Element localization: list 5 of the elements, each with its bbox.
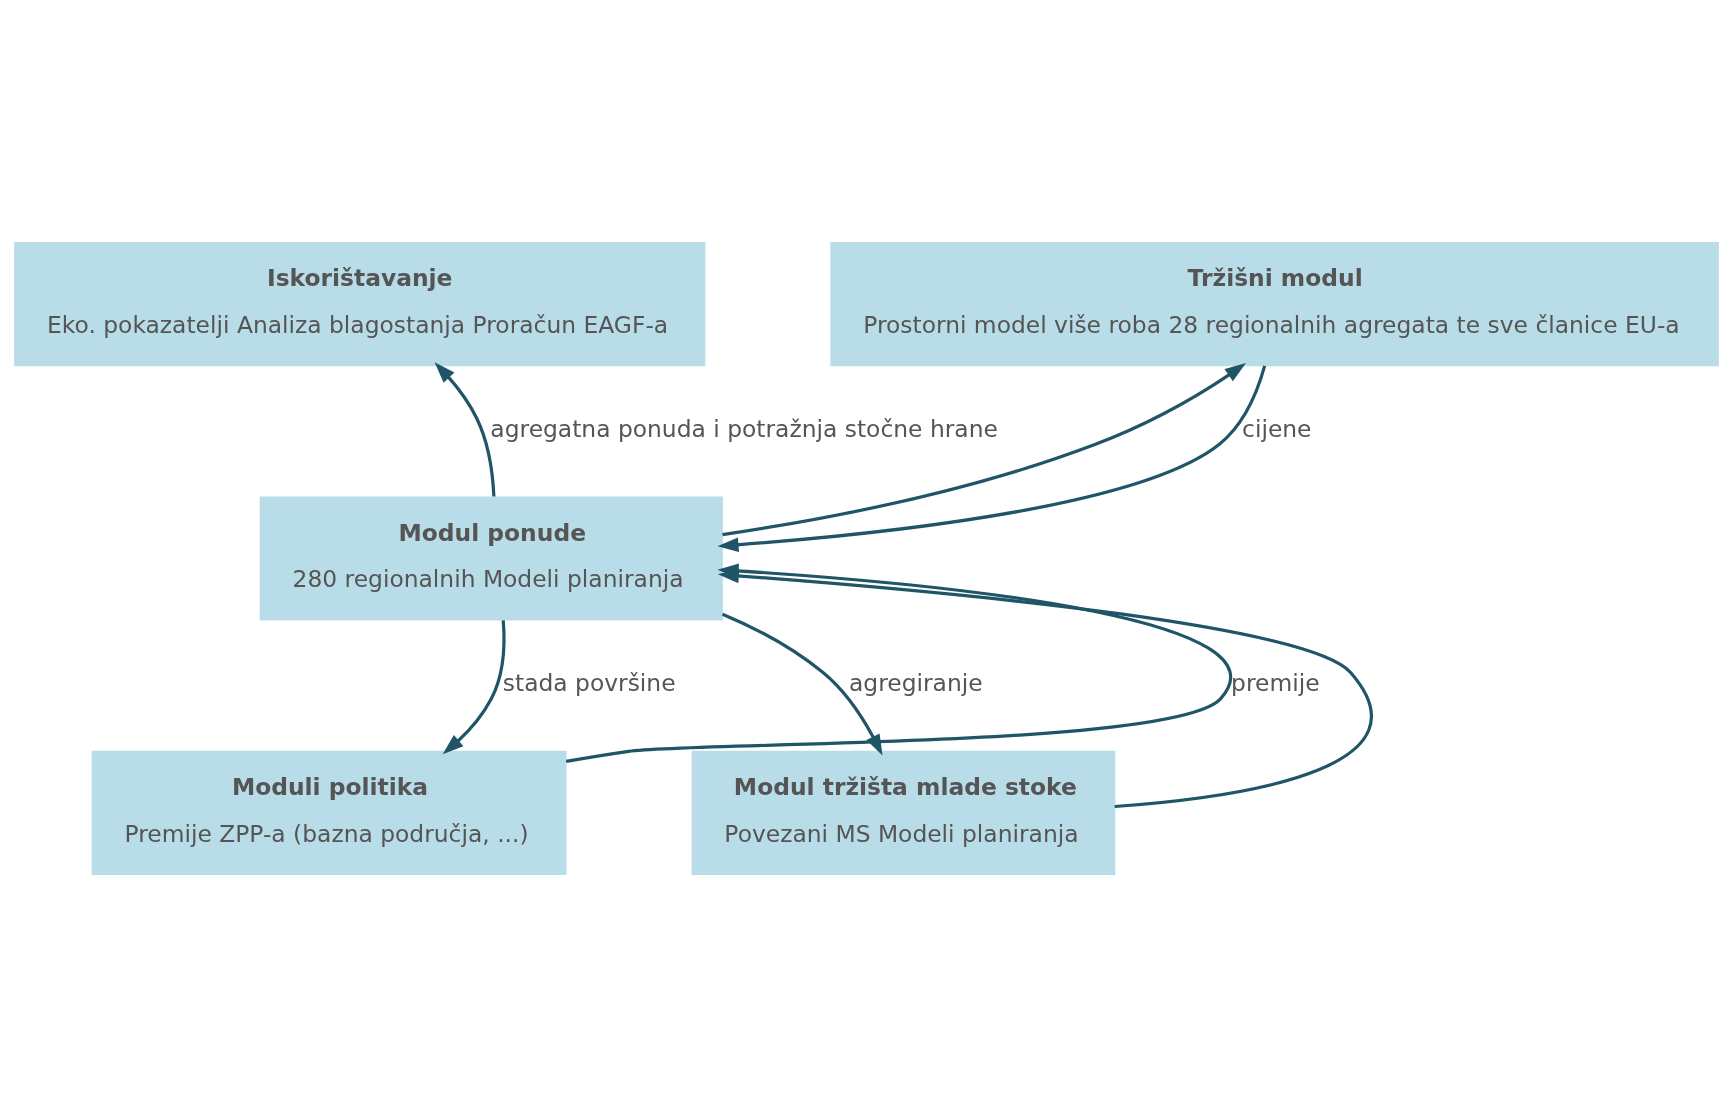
edge-label: stada površine bbox=[502, 668, 676, 697]
edge-label: agregiranje bbox=[849, 668, 983, 697]
edge-label: cijene bbox=[1242, 414, 1312, 443]
edge-label: premije bbox=[1231, 668, 1320, 697]
edge-label: agregatna ponuda i potražnja stočne hrane bbox=[490, 414, 998, 443]
